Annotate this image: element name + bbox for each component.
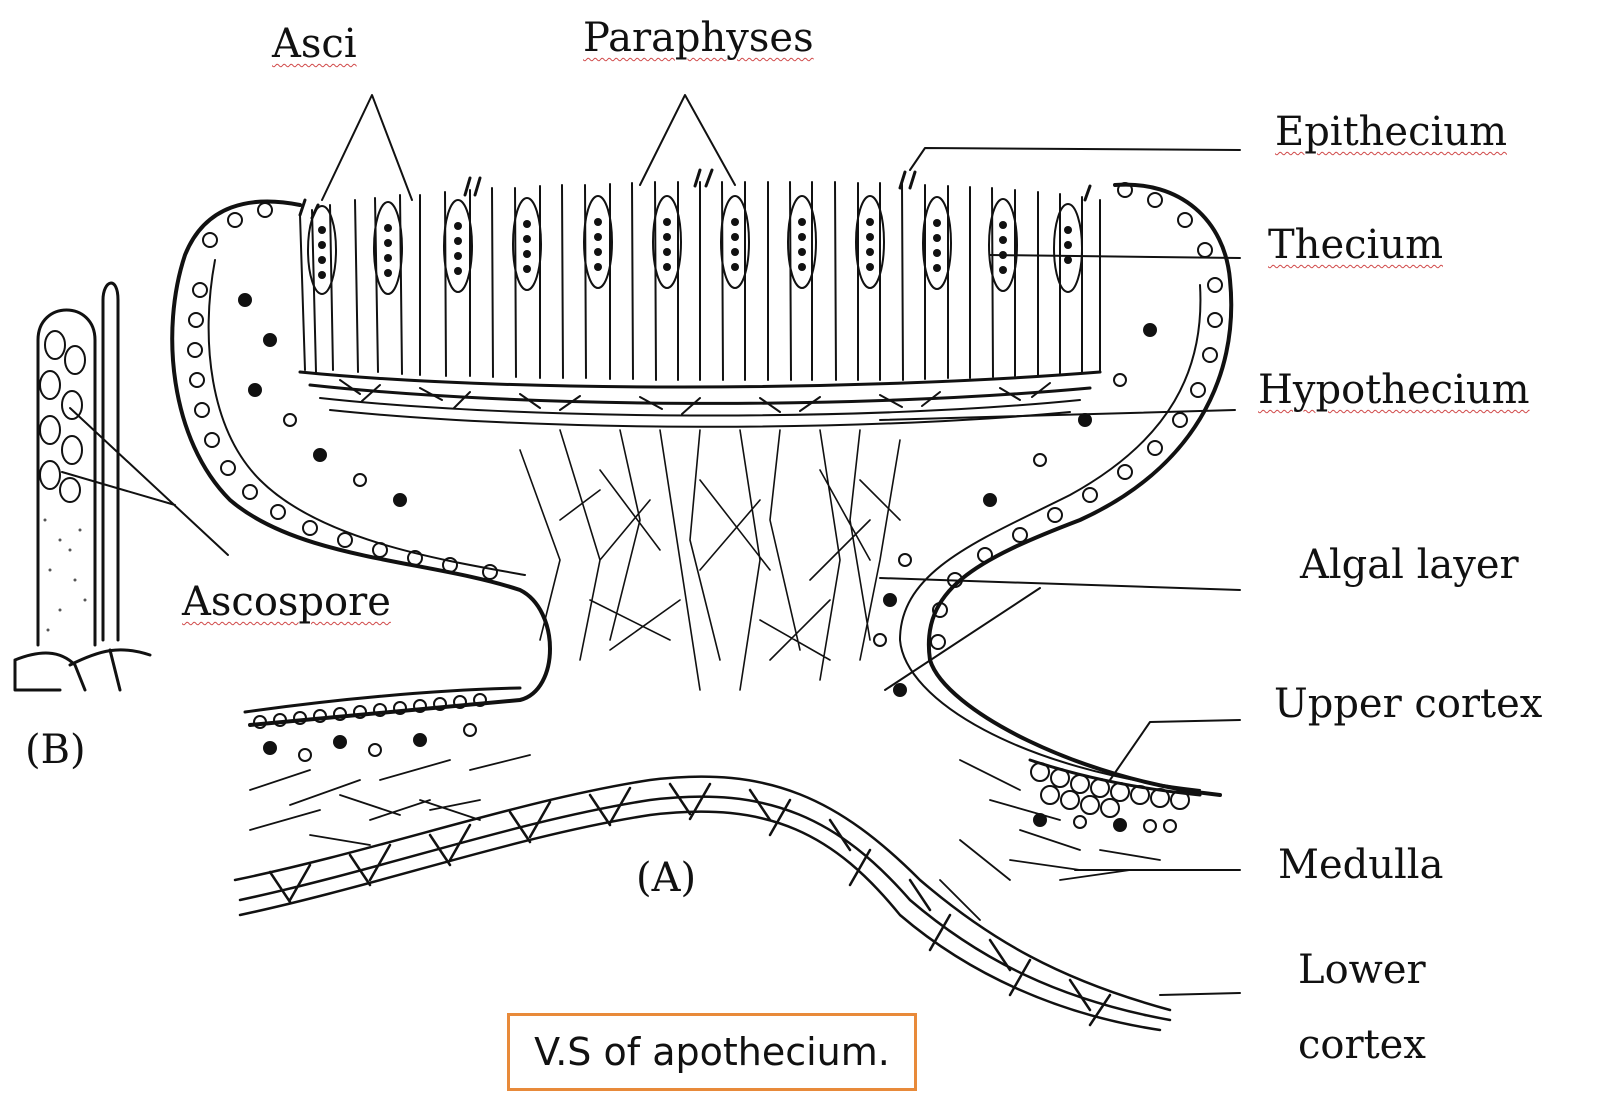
thallus-lower-cortex	[235, 777, 1170, 1030]
label-lower-cortex-line2: cortex	[1298, 1025, 1426, 1065]
label-hypothecium: Hypothecium	[1258, 370, 1530, 410]
leader-algal-layer	[880, 578, 1240, 590]
label-epithecium: Epithecium	[1275, 112, 1507, 152]
label-thecium: Thecium	[1268, 225, 1443, 265]
label-figure-a: (A)	[636, 858, 696, 898]
label-algal-layer: Algal layer	[1300, 545, 1519, 585]
label-upper-cortex: Upper cortex	[1274, 684, 1542, 724]
label-lower-cortex-line1: Lower	[1298, 950, 1426, 990]
caption-text: V.S of apothecium.	[534, 1030, 890, 1074]
label-asci: Asci	[272, 24, 357, 64]
leader-upper-cortex	[1110, 720, 1240, 780]
thallus-upper-cortex-right	[1030, 760, 1200, 832]
label-figure-b: (B)	[25, 730, 86, 770]
leader-asci	[322, 95, 412, 200]
caption-box: V.S of apothecium.	[507, 1013, 917, 1091]
ascus-figure-b	[15, 283, 150, 690]
thecium-layer	[300, 170, 1100, 380]
thallus-medulla	[250, 755, 1160, 920]
leader-lower-cortex	[1160, 993, 1240, 995]
leader-epithecium	[910, 148, 1240, 170]
thallus-upper-cortex-left	[245, 688, 520, 761]
leader-paraphyses	[640, 95, 735, 185]
label-paraphyses: Paraphyses	[583, 18, 814, 58]
algal-cells-right	[874, 183, 1222, 696]
leader-ascospore	[62, 408, 228, 555]
label-ascospore: Ascospore	[182, 582, 391, 622]
medulla-hyphae	[520, 430, 900, 690]
label-medulla: Medulla	[1278, 845, 1443, 885]
algal-cells-left	[188, 203, 497, 579]
